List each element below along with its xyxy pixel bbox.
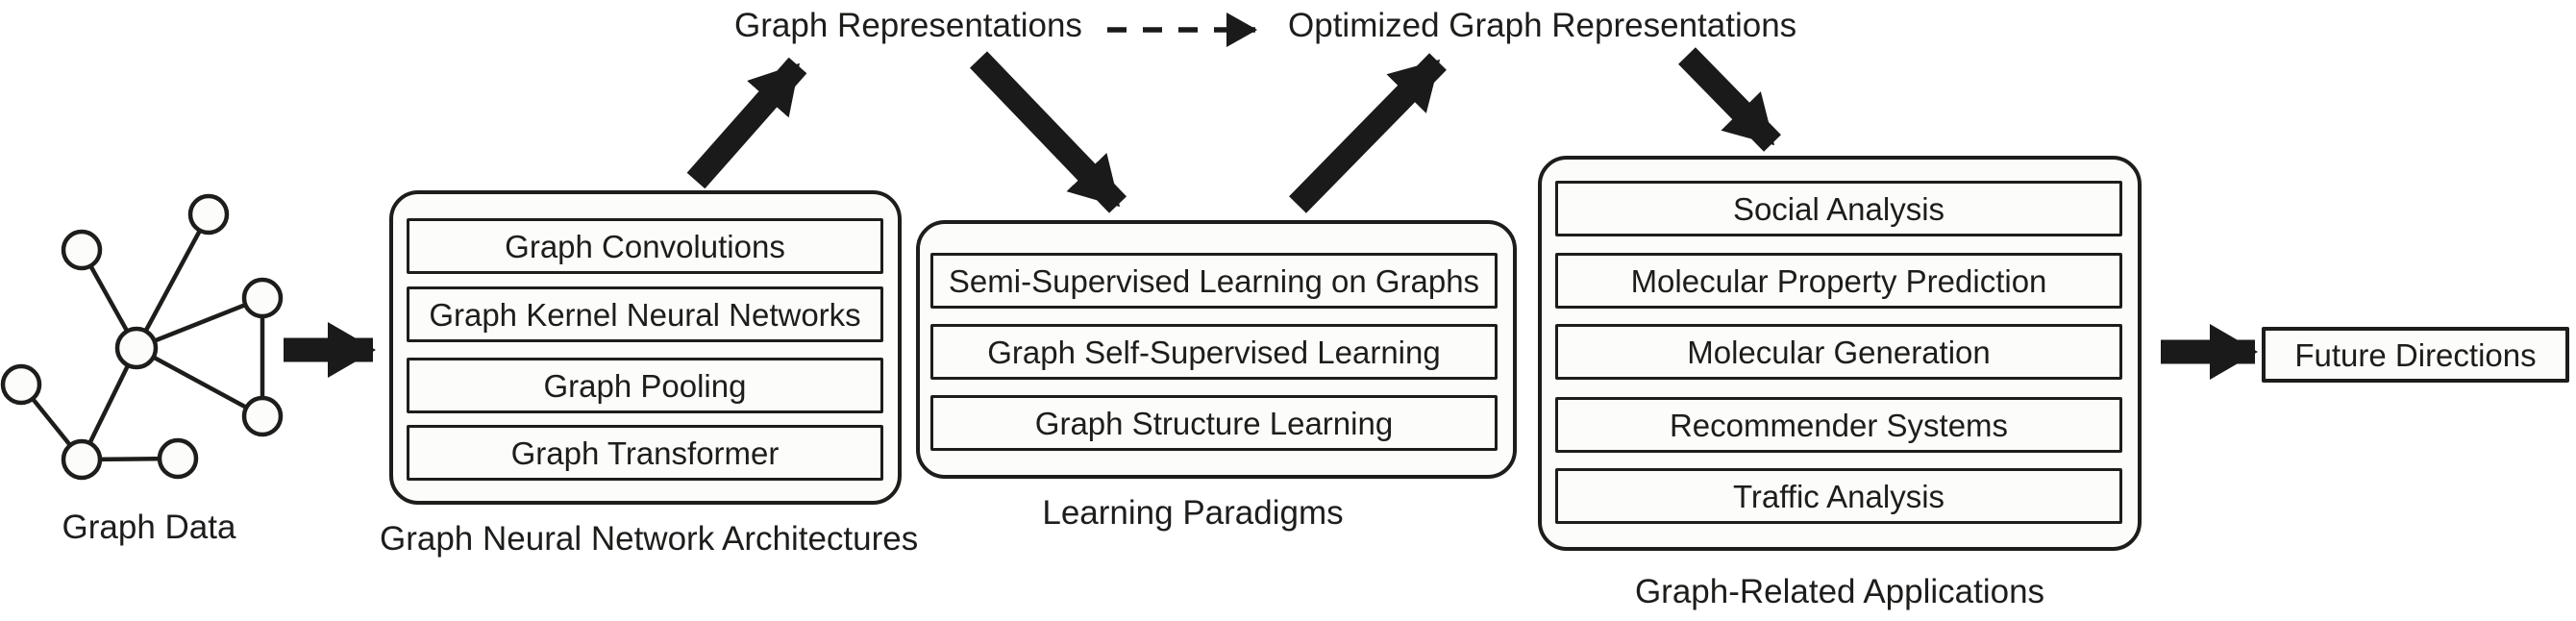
learning-item-semi-supervised: Semi-Supervised Learning on Graphs — [930, 253, 1498, 309]
graph-node — [241, 395, 284, 437]
graph-data-illustration — [0, 193, 284, 481]
future-directions-box: Future Directions — [2262, 327, 2569, 383]
app-item-recommender-systems: Recommender Systems — [1555, 397, 2122, 453]
gnn-item-graph-convolutions: Graph Convolutions — [407, 218, 883, 274]
gnn-item-graph-kernel-neural-networks: Graph Kernel Neural Networks — [407, 286, 883, 342]
graph-edges — [19, 212, 265, 462]
graph-node — [61, 229, 103, 271]
gnn-item-graph-transformer: Graph Transformer — [407, 425, 883, 481]
app-item-molecular-property-prediction: Molecular Property Prediction — [1555, 253, 2122, 309]
graph-node — [0, 363, 42, 406]
graph-related-applications-box: Social Analysis Molecular Property Predi… — [1538, 156, 2142, 551]
learning-item-self-supervised: Graph Self-Supervised Learning — [930, 324, 1498, 380]
arrow-representations-to-learning-icon — [969, 51, 1127, 213]
graph-data-caption: Graph Data — [62, 509, 236, 546]
arrow-gnn-to-representations-icon — [686, 57, 807, 189]
learning-paradigms-caption: Learning Paradigms — [1042, 494, 1344, 532]
arrow-optimized-to-applications-icon — [1678, 47, 1781, 152]
graph-related-applications-caption: Graph-Related Applications — [1634, 573, 2045, 610]
graph-node — [187, 193, 230, 236]
gnn-item-graph-pooling: Graph Pooling — [407, 358, 883, 413]
graph-nodes — [0, 193, 284, 481]
app-item-molecular-generation: Molecular Generation — [1555, 324, 2122, 380]
learning-item-structure-learning: Graph Structure Learning — [930, 395, 1498, 451]
arrow-learning-to-optimized-icon — [1289, 53, 1447, 213]
app-item-social-analysis: Social Analysis — [1555, 181, 2122, 236]
gnn-architectures-caption: Graph Neural Network Architectures — [380, 520, 919, 558]
gnn-architectures-box: Graph Convolutions Graph Kernel Neural N… — [389, 190, 902, 505]
graph-node — [241, 277, 284, 319]
app-item-traffic-analysis: Traffic Analysis — [1555, 468, 2122, 524]
graph-node — [157, 437, 199, 480]
graph-representations-label: Graph Representations — [734, 7, 1082, 44]
optimized-graph-representations-label: Optimized Graph Representations — [1288, 7, 1797, 44]
learning-paradigms-box: Semi-Supervised Learning on Graphs Graph… — [916, 220, 1517, 479]
graph-node — [114, 326, 159, 370]
graph-node — [61, 438, 103, 481]
